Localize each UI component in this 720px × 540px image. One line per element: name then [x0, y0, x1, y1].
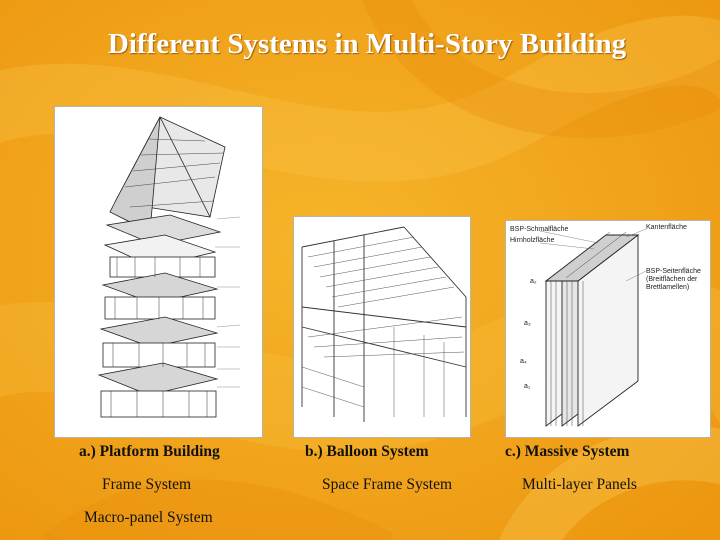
caption-balloon-line1: Space Frame System: [322, 476, 453, 493]
caption-platform-line2: Macro-panel System: [84, 509, 213, 526]
slide-title: Different Systems in Multi-Story Buildin…: [107, 28, 627, 60]
exploded-platform-frame-drawing: [97, 116, 241, 418]
label-a1: a₁: [524, 383, 531, 390]
clt-panel-section-drawing: BSP-Schmalfläche Hirnholzfläche Kantenfl…: [510, 224, 701, 427]
label-a4: a₄: [520, 358, 527, 365]
label-top2: Hirnholzfläche: [510, 237, 554, 244]
caption-platform-heading: a.) Platform Building: [79, 443, 220, 460]
label-a2: a₂: [530, 278, 537, 285]
massive-system-figure: BSP-Schmalfläche Hirnholzfläche Kantenfl…: [505, 220, 711, 438]
label-a3: a₃: [524, 320, 531, 327]
caption-platform-line1: Frame System: [102, 476, 192, 493]
label-right-top: Kantenfläche: [646, 224, 687, 231]
balloon-frame-drawing: [301, 226, 467, 422]
caption-massive-line1: Multi-layer Panels: [522, 476, 637, 493]
label-top1: BSP-Schmalfläche: [510, 226, 568, 233]
balloon-system-figure: [293, 216, 471, 438]
platform-building-figure: [54, 106, 263, 438]
caption-massive-heading: c.) Massive System: [505, 443, 630, 460]
caption-balloon-heading: b.) Balloon System: [305, 443, 429, 460]
